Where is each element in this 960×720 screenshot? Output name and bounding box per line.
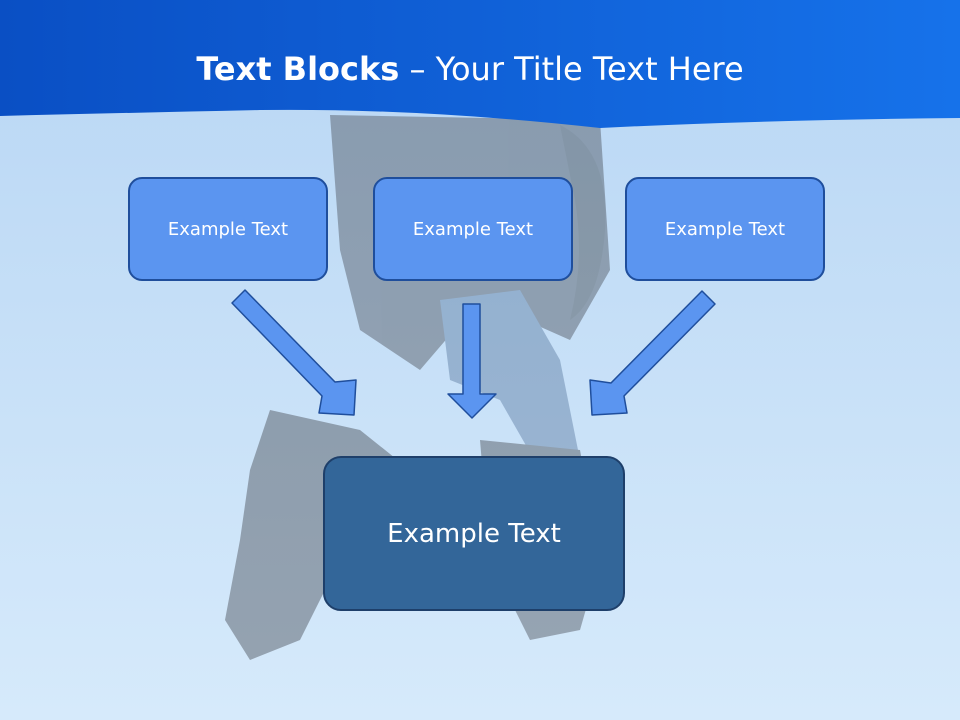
text-block-right: Example Text (625, 177, 825, 281)
header-banner (0, 0, 960, 128)
arrow-right-to-center (589, 290, 716, 416)
target-text-block-label: Example Text (387, 518, 561, 549)
title-separator: – (399, 50, 436, 88)
arrow-left-to-center (231, 289, 357, 416)
arrow-middle-down (447, 303, 497, 419)
target-text-block: Example Text (323, 456, 625, 611)
text-block-right-label: Example Text (664, 218, 786, 240)
slide-title: Text Blocks – Your Title Text Here (0, 50, 940, 88)
text-block-middle: Example Text (373, 177, 573, 281)
text-block-left-label: Example Text (167, 218, 289, 240)
title-rest: Your Title Text Here (435, 50, 744, 88)
text-block-left: Example Text (128, 177, 328, 281)
title-bold: Text Blocks (196, 50, 400, 88)
text-block-middle-label: Example Text (412, 218, 534, 240)
